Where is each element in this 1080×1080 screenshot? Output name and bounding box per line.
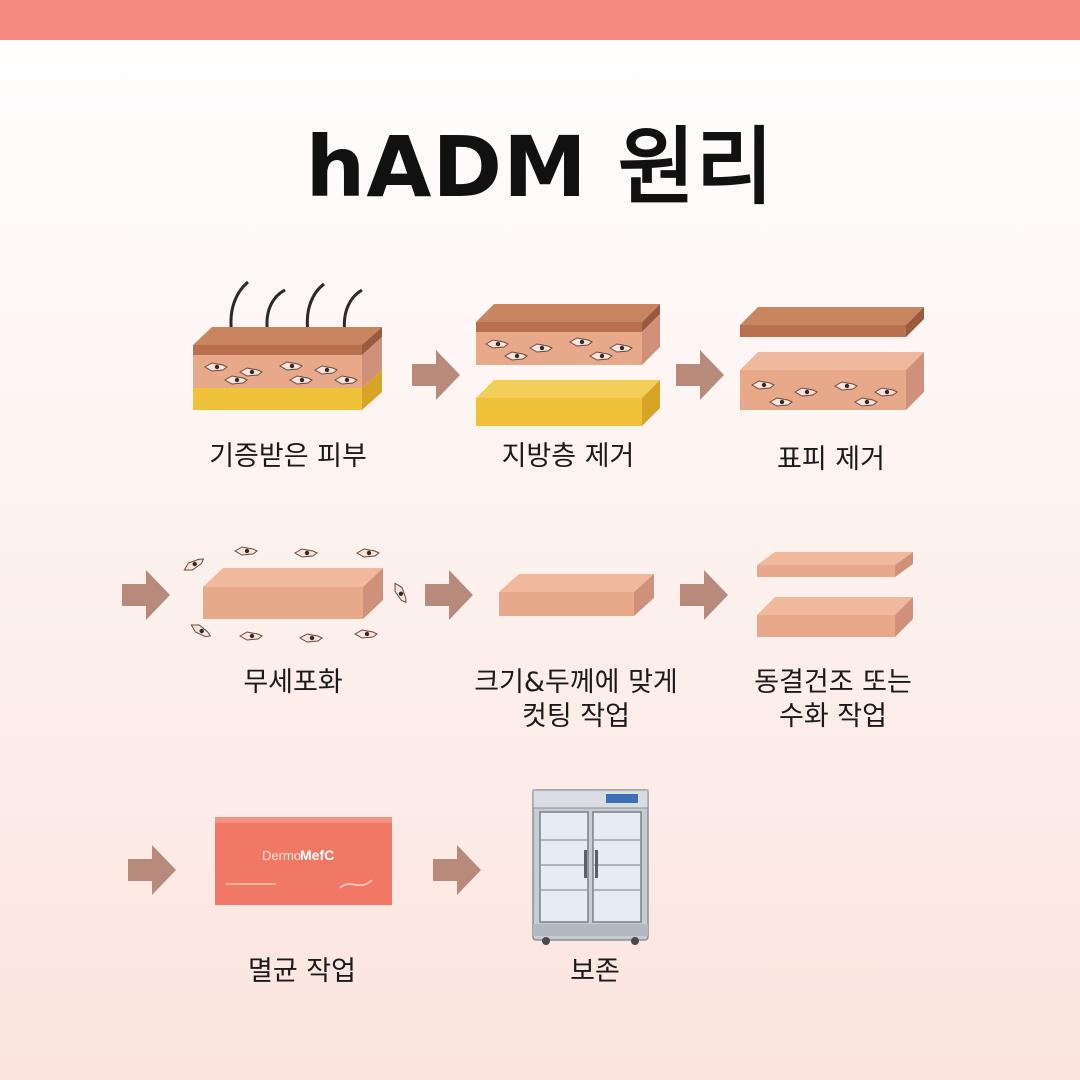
step-label-fat-removal: 지방층 제거 [501, 441, 635, 472]
arrow-right-icon [128, 845, 176, 895]
fat-removal-illustration [476, 304, 660, 426]
arrow-right-icon [433, 845, 481, 895]
step-label-epidermis-removal: 표피 제거 [777, 444, 885, 475]
box-brand-b: MefC [300, 847, 334, 863]
product-box-illustration: Dermo MefC [215, 817, 392, 905]
refrigerator-illustration [532, 789, 649, 945]
step-label-sterilization: 멸균 작업 [248, 956, 356, 987]
arrow-right-icon [122, 570, 170, 620]
step-label-donated-skin: 기증받은 피부 [209, 441, 367, 472]
donated-skin-illustration [193, 280, 382, 410]
step-label-freeze-drying-line1: 동결건조 또는 [754, 667, 912, 698]
decellularization-illustration [181, 546, 410, 643]
epidermis-removal-illustration [740, 307, 924, 410]
top-band [0, 0, 1080, 40]
step-label-cutting-line1: 크기&두께에 맞게 [474, 667, 678, 698]
arrow-right-icon [425, 570, 473, 620]
arrow-right-icon [680, 570, 728, 620]
freeze-drying-illustration [757, 552, 913, 637]
page-title: hADM 원리 [305, 118, 775, 216]
arrow-right-icon [412, 350, 460, 400]
step-label-freeze-drying-line2: 수화 작업 [779, 701, 887, 732]
step-label-decellularization: 무세포화 [243, 667, 343, 698]
cutting-illustration [499, 574, 654, 616]
step-label-storage: 보존 [570, 956, 620, 987]
arrow-right-icon [676, 350, 724, 400]
box-brand-a: Dermo [262, 848, 301, 863]
step-label-cutting-line2: 컷팅 작업 [522, 701, 630, 732]
